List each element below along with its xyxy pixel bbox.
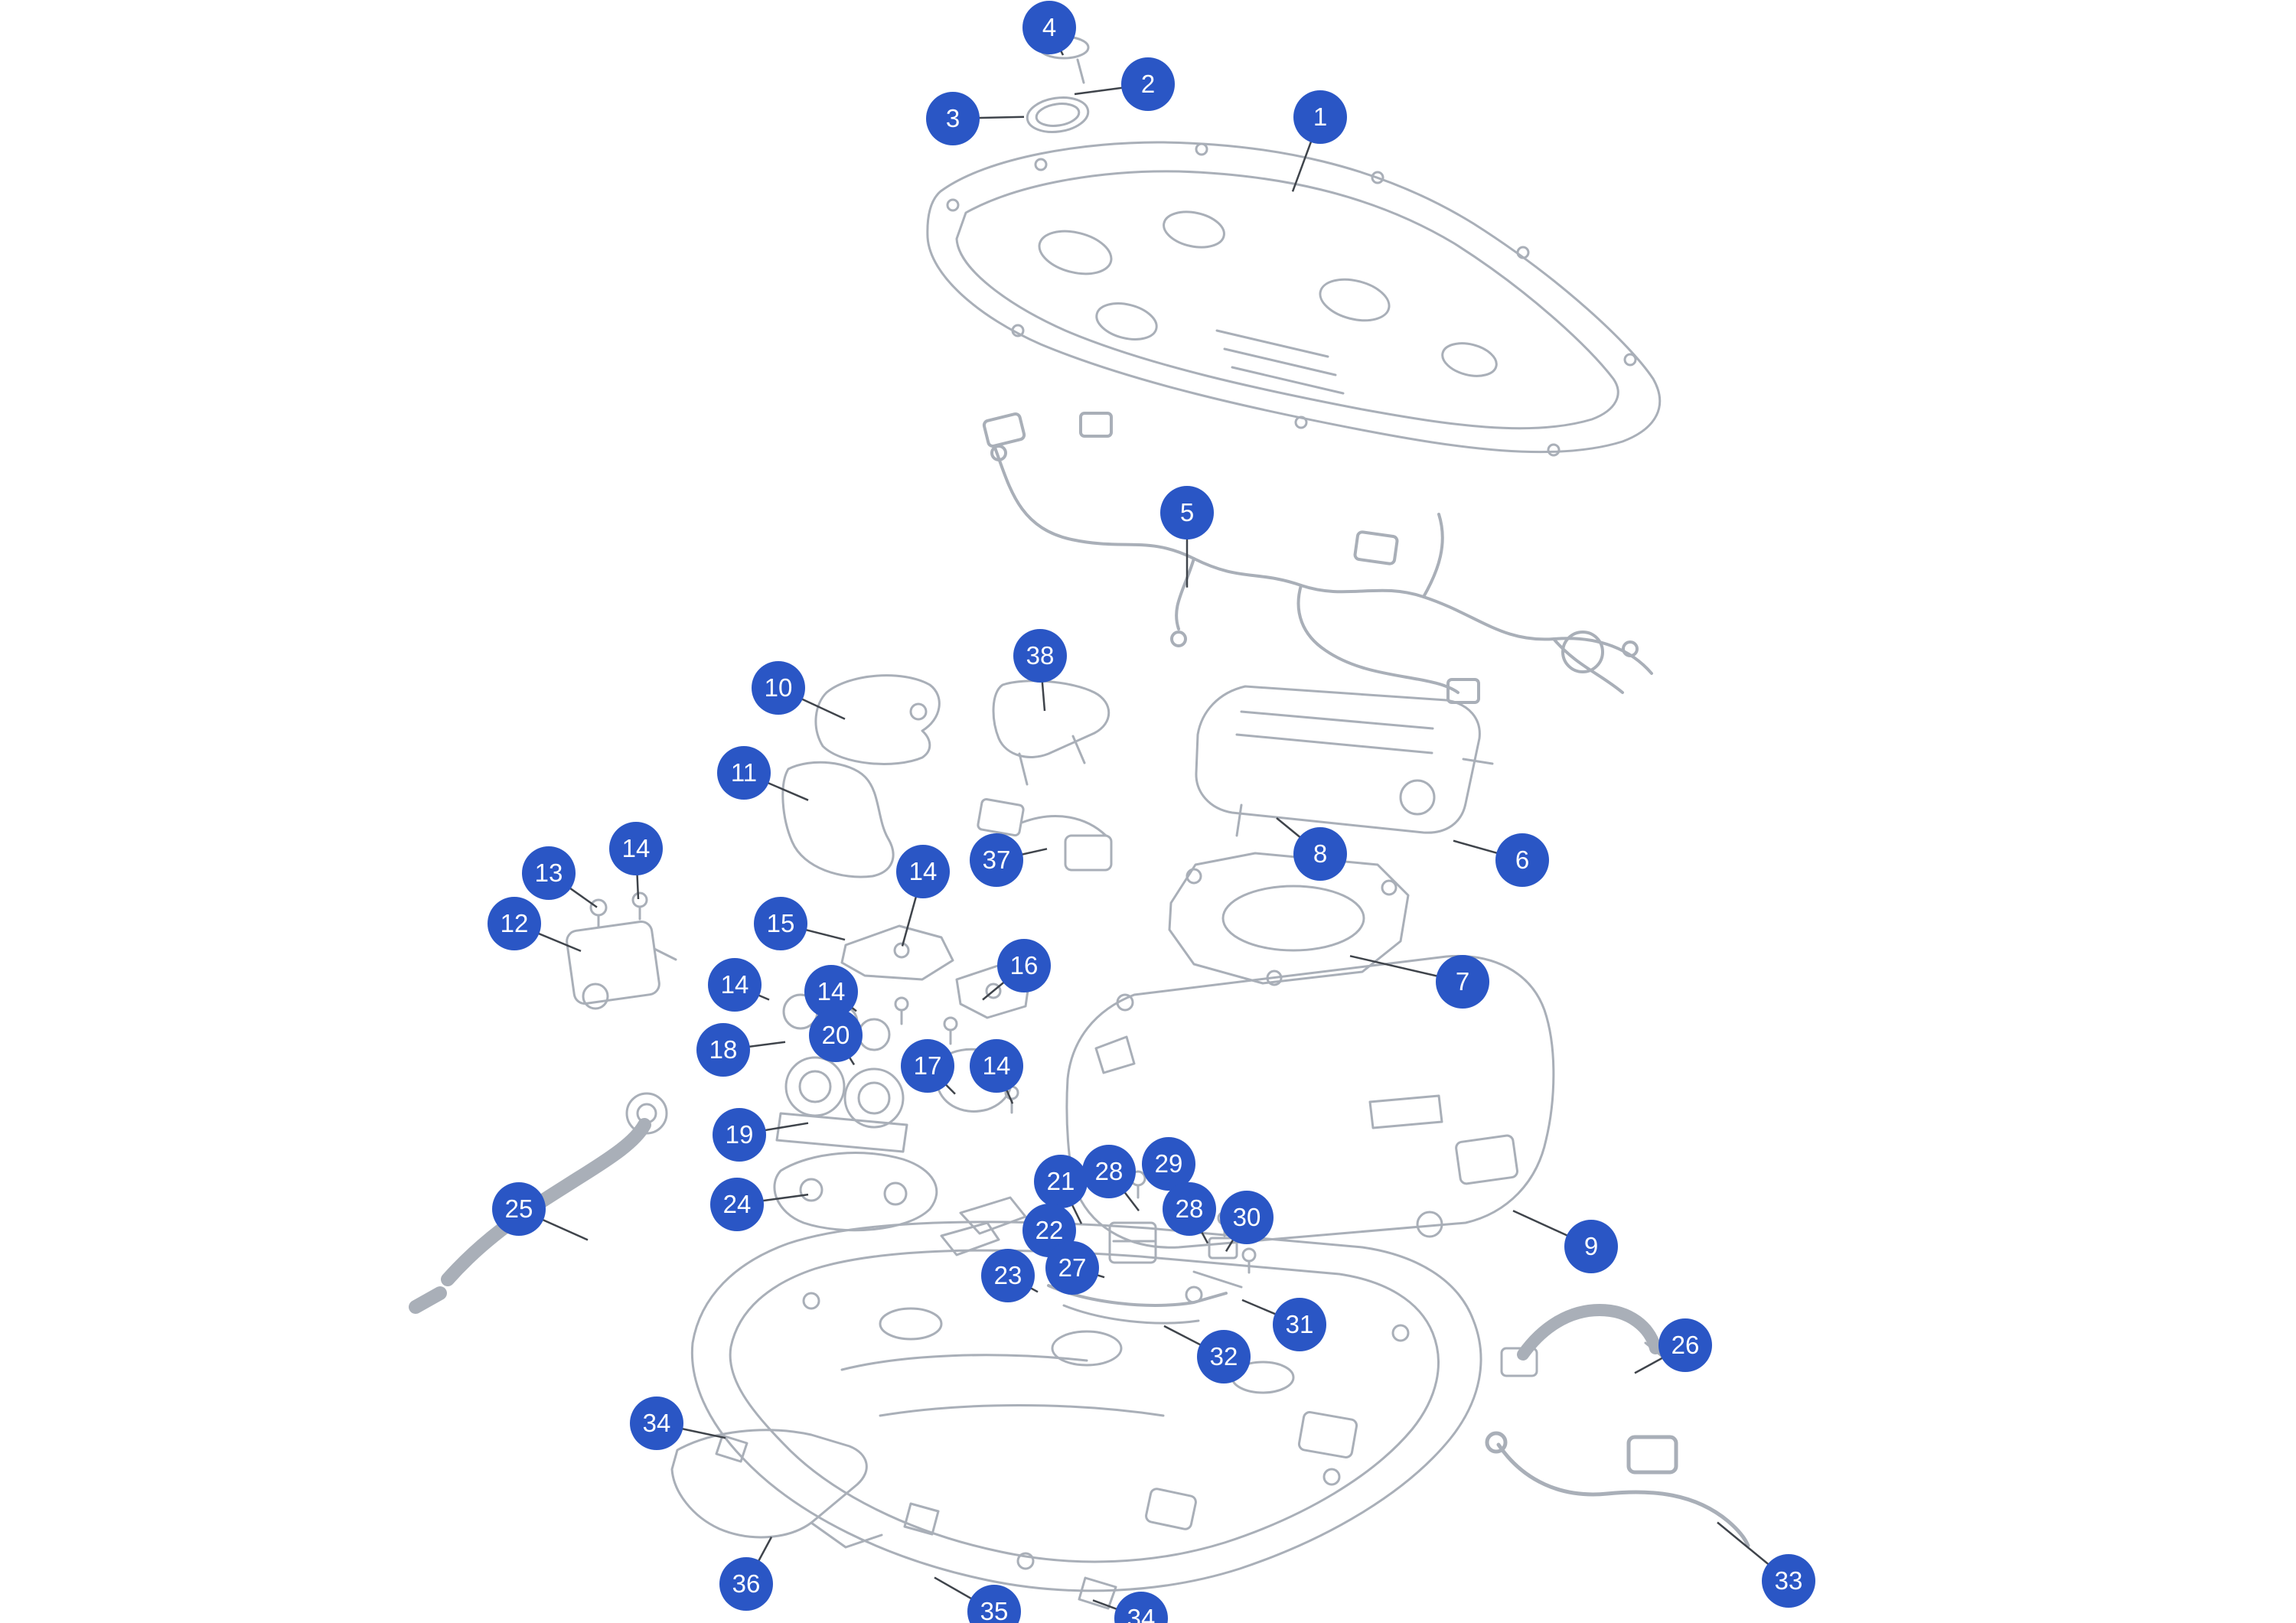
part-sketch-bracket-24 xyxy=(773,1152,938,1232)
callout-badge-12[interactable]: 12 xyxy=(488,896,541,950)
part-sketch-bracket-7 xyxy=(1168,852,1410,986)
callout-badge-26[interactable]: 26 xyxy=(1658,1318,1712,1373)
callout-badge-24[interactable]: 24 xyxy=(709,1177,764,1231)
callout-badge-15[interactable]: 15 xyxy=(754,896,807,950)
callout-badge-34-2[interactable]: 34 xyxy=(1114,1591,1168,1623)
callout-badge-35[interactable]: 35 xyxy=(967,1585,1021,1623)
callout-badge-38[interactable]: 38 xyxy=(1013,628,1067,683)
callout-badge-3[interactable]: 3 xyxy=(926,91,980,145)
part-sketch-pump-12 xyxy=(566,891,677,1010)
part-sketch-duct-38 xyxy=(992,680,1110,786)
callout-badge-28-2[interactable]: 28 xyxy=(1163,1182,1216,1237)
part-sketch-hose-25-fitting xyxy=(625,1092,668,1135)
callout-badge-32[interactable]: 32 xyxy=(1197,1330,1251,1384)
callout-badge-11[interactable]: 11 xyxy=(717,745,771,800)
callout-badge-27[interactable]: 27 xyxy=(1045,1240,1099,1295)
callout-badge-10[interactable]: 10 xyxy=(752,661,805,715)
callout-badge-25[interactable]: 25 xyxy=(492,1182,546,1237)
callout-badge-19[interactable]: 19 xyxy=(713,1107,766,1162)
callout-badge-31[interactable]: 31 xyxy=(1273,1297,1326,1351)
callout-badge-2[interactable]: 2 xyxy=(1121,57,1175,112)
callout-badge-21[interactable]: 21 xyxy=(1034,1155,1088,1209)
callout-badge-20[interactable]: 20 xyxy=(809,1009,863,1063)
callout-badge-1[interactable]: 1 xyxy=(1293,90,1347,144)
part-sketch-top-cover xyxy=(926,141,1662,457)
callout-badge-34[interactable]: 34 xyxy=(630,1396,683,1451)
callout-badge-5[interactable]: 5 xyxy=(1160,486,1214,540)
callout-badge-17[interactable]: 17 xyxy=(901,1039,954,1093)
callout-badge-14[interactable]: 14 xyxy=(609,822,663,876)
part-sketch-bracket-11 xyxy=(781,761,895,878)
callout-badge-36[interactable]: 36 xyxy=(719,1557,773,1612)
callout-badge-30[interactable]: 30 xyxy=(1220,1190,1274,1244)
leader-lines xyxy=(514,27,1789,1619)
callout-badge-23[interactable]: 23 xyxy=(981,1249,1035,1303)
callout-badge-7[interactable]: 7 xyxy=(1436,955,1489,1009)
callout-badge-13[interactable]: 13 xyxy=(522,846,576,901)
callout-badge-14-3[interactable]: 14 xyxy=(708,958,762,1012)
callout-badge-4[interactable]: 4 xyxy=(1022,1,1076,55)
part-sketch-clips-34-35 xyxy=(715,1434,1117,1610)
callout-badge-14-2[interactable]: 14 xyxy=(896,844,950,898)
callout-badge-16[interactable]: 16 xyxy=(997,938,1051,992)
callout-badge-8[interactable]: 8 xyxy=(1293,826,1347,881)
callout-badge-37[interactable]: 37 xyxy=(970,833,1023,888)
part-sketch-bracket-10 xyxy=(814,674,941,765)
part-sketch-wiring-harness xyxy=(982,412,1653,704)
part-sketch-hose-26 xyxy=(1517,1304,1662,1361)
part-sketch-hose-26-fittings xyxy=(1500,1341,1687,1377)
callout-badge-14-5[interactable]: 14 xyxy=(970,1039,1023,1093)
callout-badge-9[interactable]: 9 xyxy=(1564,1219,1618,1273)
callout-badge-33[interactable]: 33 xyxy=(1762,1553,1815,1608)
part-sketch-shield-36 xyxy=(670,1429,883,1549)
part-sketch-module-6 xyxy=(1195,685,1494,837)
part-sketch-pump-19 xyxy=(775,1056,908,1153)
callout-badge-6[interactable]: 6 xyxy=(1495,833,1549,888)
part-sketch-cable-33 xyxy=(1485,1431,1750,1548)
callout-badge-28[interactable]: 28 xyxy=(1082,1145,1136,1199)
callout-badge-18[interactable]: 18 xyxy=(696,1023,750,1077)
